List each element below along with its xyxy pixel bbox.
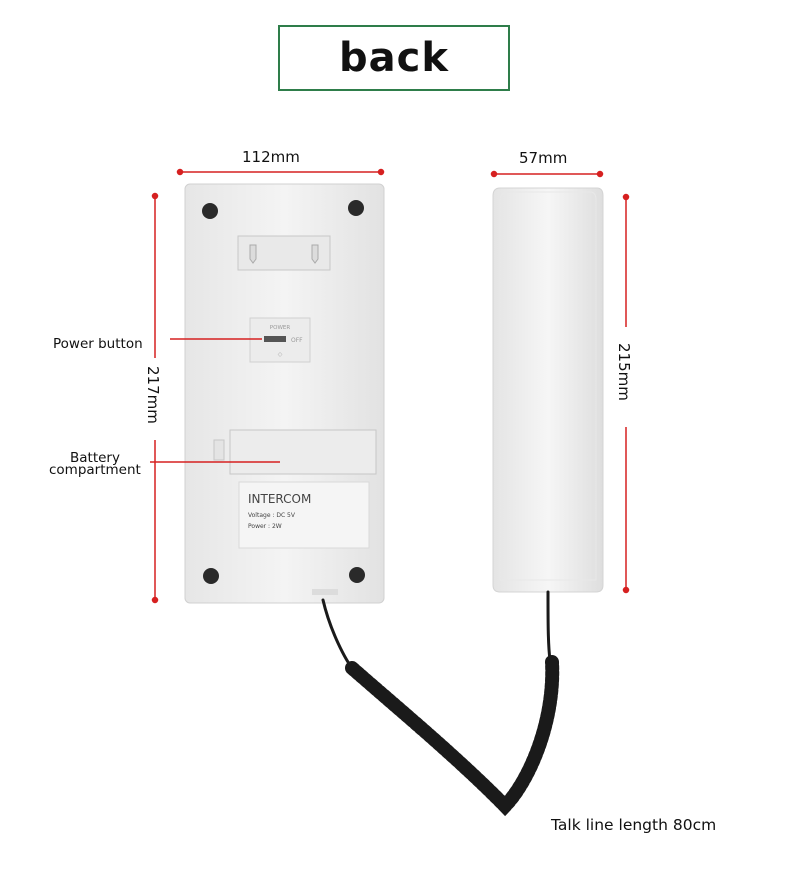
- handset-height-label: 215mm: [615, 343, 633, 401]
- switch-title: POWER: [270, 325, 291, 331]
- rubber-foot-bottom-right: [349, 567, 365, 583]
- label-voltage: Voltage : DC 5V: [248, 512, 296, 519]
- label-power: Power : 2W: [248, 523, 282, 530]
- rubber-foot-top-left: [202, 203, 218, 219]
- handset: [492, 187, 604, 593]
- rubber-foot-top-right: [348, 200, 364, 216]
- base-width-label: 112mm: [242, 148, 300, 166]
- power-button-callout: Power button: [53, 336, 143, 352]
- battery-cover: [213, 429, 377, 475]
- handset-width-label: 57mm: [519, 149, 568, 167]
- cord-length-caption: Talk line length 80cm: [551, 816, 717, 834]
- title-badge: back: [278, 25, 510, 91]
- base-height-label: 217mm: [144, 366, 162, 424]
- dimension-lines: [150, 168, 630, 604]
- svg-text:◇: ◇: [278, 351, 283, 358]
- switch-off-label: OFF: [291, 337, 303, 344]
- battery-callout-line1: Battery: [70, 450, 120, 466]
- label-intercom: INTERCOM: [248, 492, 311, 506]
- power-switch: POWER OFF ◇: [249, 317, 311, 363]
- base-unit: POWER OFF ◇ INTERCOM Voltage : DC 5V Pow…: [184, 183, 385, 604]
- page-title: back: [339, 35, 449, 81]
- battery-callout-line2: compartment: [49, 462, 141, 478]
- rubber-foot-bottom-left: [203, 568, 219, 584]
- coiled-cord: [321, 590, 560, 817]
- wall-mount-slots: [237, 235, 331, 271]
- spec-label: INTERCOM Voltage : DC 5V Power : 2W: [238, 481, 370, 549]
